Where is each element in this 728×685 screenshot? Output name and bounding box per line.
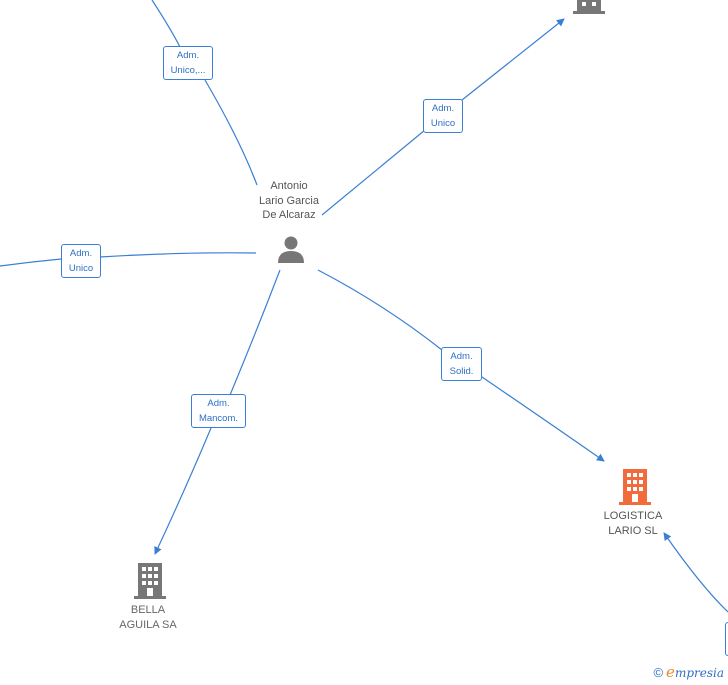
role-line: Adm. bbox=[450, 351, 473, 362]
building-icon[interactable] bbox=[573, 0, 605, 14]
role-box-offscreen[interactable] bbox=[725, 622, 728, 656]
edge-top-right bbox=[321, 19, 564, 216]
role-line: Mancom. bbox=[198, 413, 239, 424]
copyright-symbol: © bbox=[653, 665, 664, 680]
edge-top-left bbox=[151, 0, 258, 186]
role-box-bottom-right[interactable]: Adm. Solid. bbox=[441, 347, 482, 381]
role-line: Adm. bbox=[207, 398, 230, 409]
person-icon[interactable] bbox=[276, 234, 306, 264]
role-box-top-right[interactable]: Adm. Unico bbox=[423, 99, 463, 133]
edge-bottom-left bbox=[155, 269, 281, 554]
role-line: Adm. bbox=[176, 50, 200, 61]
person-name[interactable]: Antonio Lario Garcia De Alcaraz bbox=[238, 179, 340, 223]
building-icon-highlighted[interactable] bbox=[619, 469, 651, 505]
company-name-line: LOGISTICA bbox=[603, 510, 663, 522]
role-line: Unico bbox=[430, 118, 456, 129]
role-line: Solid. bbox=[449, 366, 474, 377]
edge-left bbox=[0, 252, 257, 267]
building-icon[interactable] bbox=[134, 563, 166, 599]
role-line: Adm. bbox=[69, 248, 93, 259]
company-name-line: AGUILA SA bbox=[119, 618, 177, 631]
role-box-left[interactable]: Adm. Unico bbox=[61, 244, 101, 278]
empresia-watermark: ©empresia bbox=[653, 663, 724, 681]
brand-rest: mpresia bbox=[674, 666, 724, 680]
role-line: Unico,... bbox=[170, 65, 206, 76]
role-box-top-left[interactable]: Adm. Unico,... bbox=[163, 46, 213, 80]
role-line: Unico bbox=[68, 263, 94, 274]
person-name-line: Lario Garcia bbox=[259, 194, 319, 207]
edge-incoming-logistica bbox=[663, 532, 728, 613]
person-name-line: De Alcaraz bbox=[262, 209, 316, 221]
company-name-bella-aguila[interactable]: BELLA AGUILA SA bbox=[98, 603, 198, 632]
company-name-line: BELLA bbox=[130, 604, 166, 616]
company-name-line: LARIO SL bbox=[608, 524, 658, 537]
brand-e: e bbox=[666, 663, 675, 681]
role-line: Adm. bbox=[431, 103, 455, 114]
role-box-bottom-left[interactable]: Adm. Mancom. bbox=[191, 394, 246, 428]
person-name-line: Antonio bbox=[270, 180, 308, 192]
company-name-logistica-lario[interactable]: LOGISTICA LARIO SL bbox=[583, 509, 683, 538]
edge-bottom-right bbox=[317, 269, 604, 461]
